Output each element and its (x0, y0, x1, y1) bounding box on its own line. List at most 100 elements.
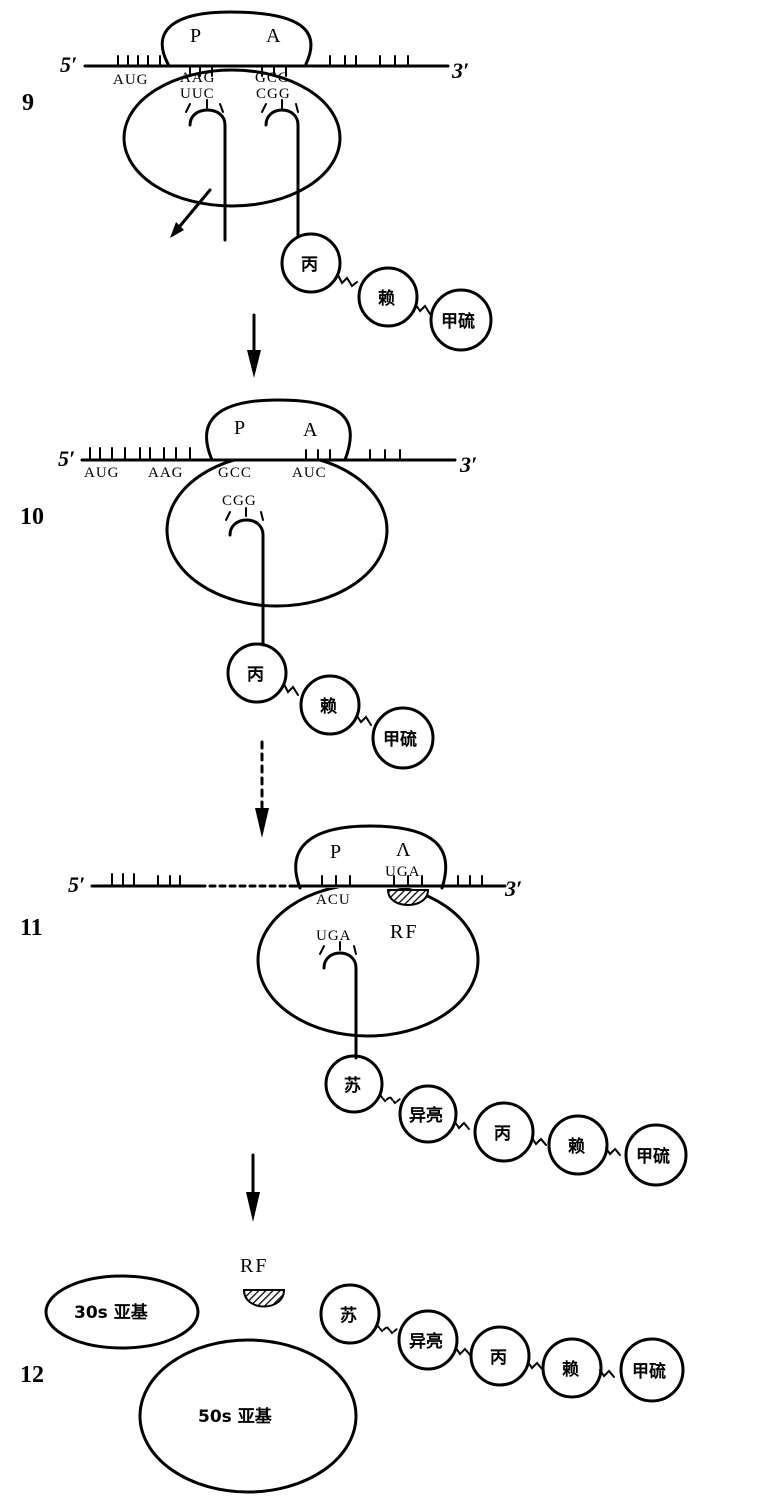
small-subunit (205, 398, 352, 462)
amino-acid-ala (280, 232, 342, 294)
amino-acid-lys (547, 1114, 609, 1176)
anticodon-uga: UGA (316, 928, 352, 944)
codon-uga-stop: UGA (385, 864, 421, 880)
trna-peptidyl (228, 518, 265, 647)
step-number: 12 (20, 1362, 44, 1388)
amino-acid-label: 甲硫 (632, 1361, 666, 1382)
amino-acid-met (429, 288, 493, 352)
amino-acid-ile (398, 1084, 458, 1144)
amino-acid-label: 异亮 (409, 1331, 443, 1352)
large-subunit (256, 882, 480, 1038)
codon-aag: AAG (180, 70, 216, 86)
codon-acu: ACU (316, 892, 351, 908)
amino-acid-met (624, 1123, 688, 1187)
codon-gcc: GCC (255, 70, 289, 86)
mrna-bases (111, 873, 483, 887)
mrna-bases (89, 447, 401, 461)
amino-acid-label: 丙 (247, 665, 264, 685)
amino-acid-lys (541, 1337, 603, 1399)
peptide-bond (415, 304, 431, 315)
peptide-bond (455, 1347, 471, 1356)
trna-leaving (188, 108, 227, 242)
amino-acid-ala (469, 1325, 531, 1387)
exit-arrowhead (170, 222, 184, 238)
amino-acid-ala (226, 642, 288, 704)
amino-acid-lys (357, 266, 419, 328)
amino-acid-label: 苏 (344, 1075, 361, 1096)
codon-auc: AUC (292, 465, 327, 481)
amino-acid-label: 异亮 (409, 1105, 443, 1126)
p-site-label: P (190, 25, 201, 47)
peptide-bond (605, 1147, 621, 1156)
codon-aag: AAG (148, 465, 184, 481)
three-prime-label: 3′ (451, 58, 469, 83)
amino-acid-label: 甲硫 (441, 311, 475, 332)
large-subunit (122, 68, 342, 208)
codon-aug: AUG (84, 465, 120, 481)
exit-arrow (173, 188, 212, 234)
release-factor-label: RF (390, 921, 418, 943)
peptide-bond (599, 1369, 615, 1378)
peptide-bond (527, 1361, 543, 1370)
large-subunit-50s (138, 1338, 358, 1494)
panel-10: 10 P A 5′ 3′ AUG AAG GCC AUC CGG 丙 赖 甲硫 (20, 398, 477, 770)
amino-acid-label: 赖 (568, 1136, 585, 1157)
panel-9: 9 P A 5′ 3′ AUG AAG GCC UUC CGG (22, 10, 493, 352)
small-subunit (160, 10, 313, 66)
amino-acid-met (619, 1337, 685, 1403)
a-site-label: A (303, 419, 318, 441)
transition-arrow (246, 1153, 260, 1222)
peptide-bond (531, 1137, 547, 1146)
amino-acid-label: 丙 (490, 1348, 507, 1368)
codon-gcc: GCC (218, 465, 252, 481)
peptide-bond (376, 1324, 398, 1335)
small-subunit-label: 30s 亚基 (74, 1302, 149, 1323)
a-site-label: Λ (396, 839, 411, 861)
step-number: 10 (20, 504, 44, 530)
release-factor-shape (386, 889, 430, 906)
small-subunit (294, 824, 448, 890)
amino-acid-label: 赖 (378, 288, 395, 309)
amino-acid-label: 赖 (562, 1359, 579, 1380)
amino-acid-thr (324, 1054, 384, 1114)
amino-acid-label: 丙 (301, 255, 318, 275)
codon-aug: AUG (113, 72, 149, 88)
peptide-bond (356, 715, 372, 726)
three-prime-label: 3′ (504, 876, 522, 901)
panel-11: 11 P Λ 5′ 3′ UGA ACU RF UGA 苏 异亮 丙 (20, 824, 688, 1187)
peptide-bond (454, 1121, 470, 1130)
release-factor-shape (242, 1289, 286, 1308)
amino-acid-label: 丙 (494, 1124, 511, 1144)
transition-arrow-dashed (255, 740, 269, 838)
amino-acid-lys (299, 674, 361, 736)
peptide-bond (379, 1094, 401, 1105)
peptide-bond (337, 274, 358, 288)
amino-acid-ala (473, 1101, 535, 1163)
amino-acid-label: 甲硫 (383, 729, 417, 750)
five-prime-label: 5′ (58, 446, 75, 471)
three-prime-label: 3′ (459, 452, 477, 477)
step-number: 11 (20, 915, 43, 941)
mrna-bases (117, 55, 409, 77)
amino-acid-ile (397, 1309, 459, 1371)
amino-acid-label: 甲硫 (636, 1146, 670, 1167)
small-subunit-30s (44, 1274, 200, 1350)
release-factor-label: RF (240, 1255, 268, 1277)
amino-acid-thr (319, 1283, 381, 1345)
trna-peptidyl (264, 108, 300, 237)
large-subunit (165, 452, 389, 608)
anticodon-cgg: CGG (222, 493, 257, 509)
transition-arrow (247, 313, 261, 378)
amino-acid-label: 苏 (340, 1305, 357, 1326)
anticodon-uuc: UUC (180, 86, 215, 102)
amino-acid-met (371, 706, 435, 770)
panel-12: 12 30s 亚基 50s 亚基 RF 苏 异亮 丙 赖 甲硫 (20, 1255, 685, 1494)
five-prime-label: 5′ (60, 52, 77, 77)
a-site-label: A (266, 25, 281, 47)
step-number: 9 (22, 90, 34, 116)
trna-peptidyl (322, 951, 358, 1060)
large-subunit-label: 50s 亚基 (198, 1406, 273, 1427)
amino-acid-label: 赖 (320, 696, 337, 717)
anticodon-cgg: CGG (256, 86, 291, 102)
